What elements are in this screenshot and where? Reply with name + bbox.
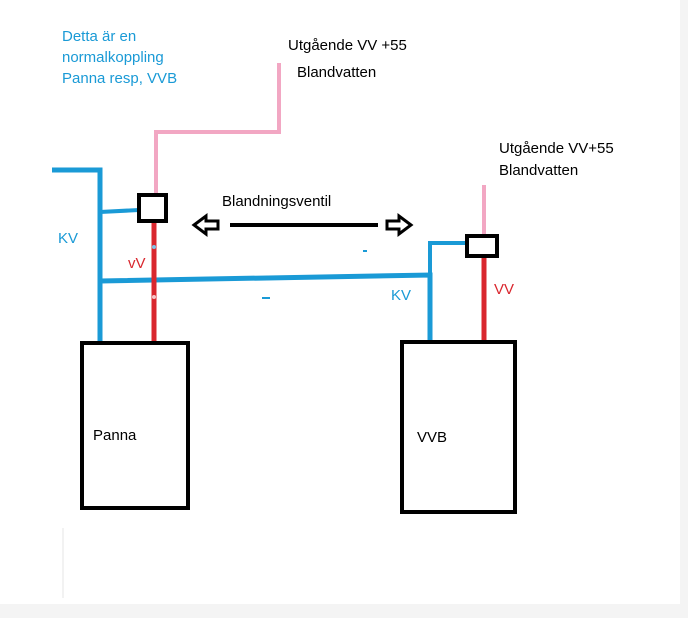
cold-branch-to-left-valve xyxy=(99,208,140,214)
note-line-2: normalkoppling xyxy=(62,49,164,66)
bottom-edge-strip xyxy=(0,604,688,618)
note-line-3: Panna resp, VVB xyxy=(62,70,177,87)
right-outlet-title: Utgående VV+55 xyxy=(499,140,614,157)
arrow-left-icon xyxy=(191,213,220,237)
cold-supply-pipe-left xyxy=(52,167,103,342)
heater-cold-label: KV xyxy=(391,287,411,304)
left-mixing-valve xyxy=(137,193,168,223)
mixing-valve-label: Blandningsventil xyxy=(222,193,331,210)
water-heater-unit xyxy=(400,340,517,514)
boiler-cold-label: KV xyxy=(58,230,78,247)
arrow-right-icon xyxy=(385,213,414,237)
left-outlet-subtitle: Blandvatten xyxy=(297,64,376,81)
pipe-joint-dot xyxy=(152,245,156,249)
right-mixing-valve xyxy=(465,234,499,258)
boiler-label: Panna xyxy=(93,427,137,444)
left-mixed-outlet-pipe xyxy=(154,63,281,195)
water-heater-label: VVB xyxy=(417,429,447,446)
heater-hot-label: VV xyxy=(494,281,514,298)
boiler-hot-label: vV xyxy=(128,255,146,272)
pipe-joint-dot-lower xyxy=(152,295,156,299)
left-outlet-title: Utgående VV +55 xyxy=(288,37,407,54)
boiler-unit xyxy=(80,341,190,510)
right-outlet-subtitle: Blandvatten xyxy=(499,162,578,179)
right-edge-strip xyxy=(680,0,688,618)
cold-branch-to-right-valve xyxy=(428,241,467,277)
note-line-1: Detta är en xyxy=(62,28,136,45)
